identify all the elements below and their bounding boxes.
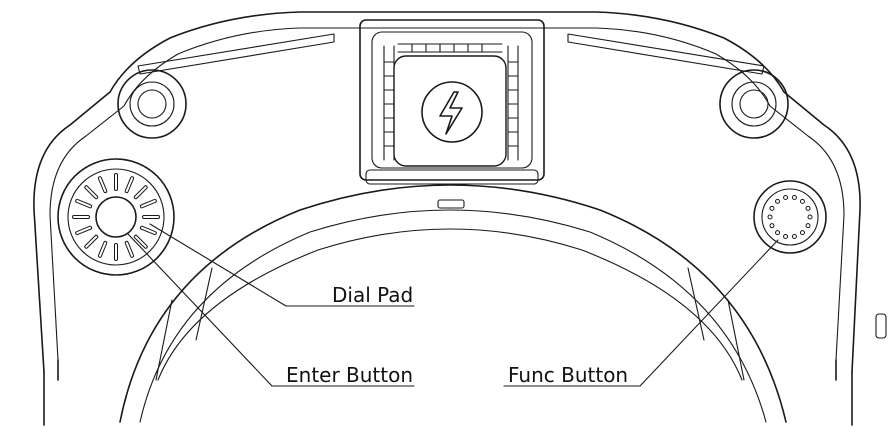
center-module-fins (383, 43, 519, 161)
right-arc-ribs (687, 267, 745, 381)
dial-slot-inner (134, 186, 147, 199)
face-arc-inner2 (157, 228, 743, 381)
func-dot (791, 233, 797, 239)
func-dot (799, 230, 805, 236)
func-dot (805, 205, 811, 211)
center-module-lower-lip (365, 169, 539, 185)
face-arc-inner (139, 209, 767, 423)
dial-pad-icon (57, 158, 175, 276)
lightning-bolt-icon (421, 81, 483, 143)
right-side-nub (875, 313, 887, 339)
func-dot (783, 195, 789, 201)
func-dot (775, 230, 781, 236)
func-button-icon (753, 180, 827, 254)
housing-outline (33, 11, 861, 373)
right-leg (835, 359, 853, 426)
right-top-slot (567, 33, 765, 75)
func-dot (767, 214, 773, 220)
left-top-slot (137, 33, 335, 75)
housing-inner-outline (49, 27, 845, 361)
center-module-face (393, 55, 507, 167)
func-dot (805, 223, 811, 229)
func-dot (799, 198, 805, 204)
enter-button-icon (95, 196, 137, 238)
face-arc-outer (119, 184, 787, 423)
dial-slot-inner (98, 177, 107, 193)
dial-slot-inner (85, 186, 98, 199)
func-dot (769, 223, 775, 229)
center-module-ring (371, 31, 533, 169)
func-dot (769, 205, 775, 211)
left-arc-ribs (155, 267, 213, 381)
dial-slot-inner (125, 177, 134, 193)
enter-button-label: Enter Button (286, 363, 413, 387)
dial-pad-label: Dial Pad (332, 283, 413, 307)
center-module-outer (359, 19, 545, 181)
dial-slot-inner (140, 226, 156, 235)
top-center-clip (437, 199, 465, 209)
func-dot (791, 195, 797, 201)
func-dot (807, 214, 813, 220)
func-dot (775, 198, 781, 204)
dial-slot-inner (140, 199, 156, 208)
dial-slot-inner (125, 241, 134, 257)
dial-slot-inner (76, 199, 92, 208)
func-button-leader (503, 239, 779, 387)
left-leg (43, 359, 59, 426)
dial-pad-leader (149, 223, 415, 307)
dial-slot-inner (98, 241, 107, 257)
enter-button-leader (127, 233, 415, 387)
dial-slot-inner (76, 226, 92, 235)
func-dot (783, 233, 789, 239)
left-round-button (117, 69, 187, 139)
dial-slot-inner (134, 235, 147, 248)
right-round-button (719, 69, 789, 139)
func-button-label: Func Button (508, 363, 628, 387)
dial-slot-inner (85, 235, 98, 248)
